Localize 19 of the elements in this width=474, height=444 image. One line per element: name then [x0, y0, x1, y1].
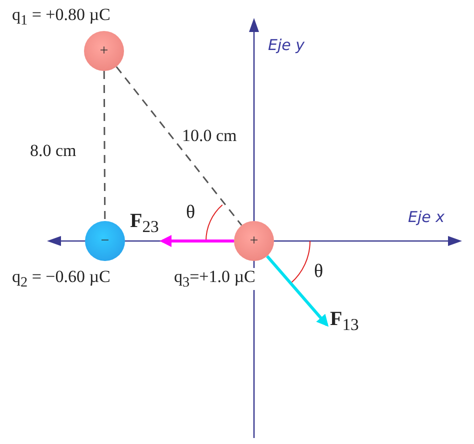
angle-label: θ — [186, 203, 196, 222]
force-label: F$_{13}$ — [330, 309, 359, 334]
distance-label: 10.0 cm — [182, 127, 237, 144]
charge-sign: + — [250, 232, 258, 250]
angle-label: θ — [314, 262, 324, 281]
distance-line — [116, 66, 242, 226]
charge-sphere — [85, 221, 125, 261]
force-vector-arrow — [160, 235, 234, 247]
charge-sign: − — [100, 232, 110, 250]
charge-sphere — [84, 31, 124, 71]
force-label: F$_{23}$ — [130, 211, 159, 236]
distance-line — [103, 71, 106, 221]
charge-sign: + — [100, 42, 108, 60]
distance-label: 8.0 cm — [30, 142, 76, 159]
axis-label: Eje y — [268, 38, 305, 53]
force-vector-arrow — [266, 255, 329, 327]
charge-label: q$_{3}$=+1.0 µC — [174, 268, 256, 290]
axis-label: Eje x — [408, 210, 445, 225]
charge-sphere — [234, 221, 274, 261]
